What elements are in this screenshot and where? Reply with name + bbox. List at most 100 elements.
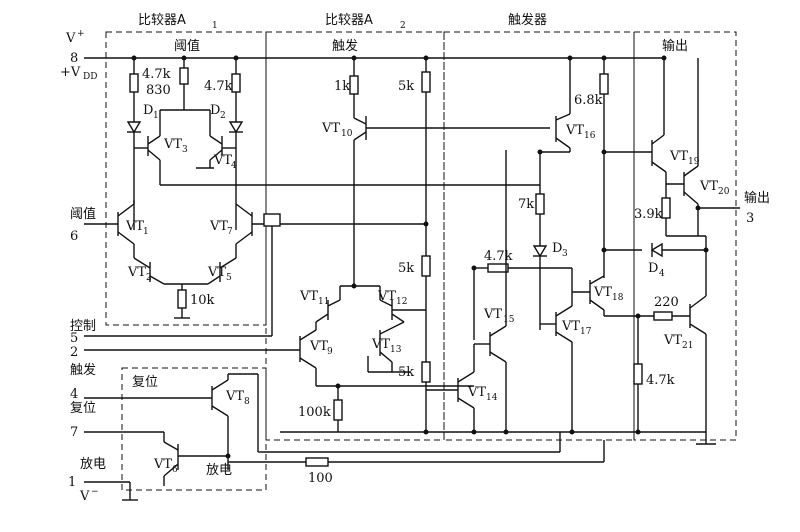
vt20-label: VT: [699, 179, 718, 194]
vt3-label: VT: [163, 137, 182, 152]
r15-label: 4.7k: [646, 373, 675, 388]
resistor-10k: [177, 289, 187, 309]
comparator2-title-sub: 2: [400, 21, 406, 31]
vt20-sub: 20: [718, 187, 730, 197]
r16-label: 100: [308, 471, 333, 486]
vt18-sub: 18: [612, 293, 624, 303]
resistor-4k7-mid: [487, 263, 509, 273]
vt2-sub: 2: [146, 273, 152, 283]
output-block: [633, 31, 737, 441]
vt5-symbol: [219, 257, 237, 269]
pin4-label: 4: [70, 387, 78, 402]
vt17-label: VT: [561, 319, 580, 334]
diode-d3-label: D: [552, 241, 562, 256]
threshold-section-title: 阈值: [174, 38, 200, 54]
vt14-sub: 14: [486, 393, 498, 403]
r4-label: 10k: [190, 293, 215, 308]
resistor-830: [179, 67, 189, 85]
vdd-sub: DD: [83, 72, 97, 82]
diode-d1-symbol: [126, 121, 142, 134]
diode-d4-symbol: [650, 242, 663, 258]
output-pin-label: 输出: [744, 190, 770, 206]
diode-d2-symbol: [228, 121, 244, 134]
vt2-label: VT: [127, 265, 146, 280]
vt8-sub: 8: [244, 397, 250, 407]
diode-d2-label: D: [210, 103, 220, 118]
vt19-sub: 19: [688, 157, 700, 167]
diode-d3-symbol: [532, 245, 548, 258]
pin7-label: 7: [70, 425, 78, 440]
pin1-label: 1: [68, 475, 76, 490]
threshold-pin-label: 阈值: [70, 206, 96, 222]
reset-section-title: 复位: [132, 375, 158, 390]
vt14-label: VT: [467, 385, 486, 400]
vplus-sup: +: [77, 29, 85, 39]
r6-label: 5k: [398, 79, 414, 94]
vt1-label: VT: [125, 219, 144, 234]
r7-label: 5k: [398, 261, 414, 276]
discharge-pin-label: 放电: [80, 457, 106, 472]
trigger-pin-label: 触发: [70, 362, 96, 378]
resistor-100k: [333, 399, 343, 421]
vt16-sub: 16: [584, 131, 596, 141]
diode-d1-label: D: [143, 103, 153, 118]
vt11-sub: 11: [318, 297, 329, 307]
vminus-label: V: [79, 489, 90, 504]
control-pin-label: 控制: [70, 319, 96, 334]
vt4-symbol: [209, 135, 223, 145]
comparator1-title: 比较器A: [138, 13, 186, 28]
vt2-symbol: [133, 257, 151, 269]
pin3-label: 3: [746, 211, 754, 226]
r2-label: 830: [146, 83, 171, 98]
comparator1-title-sub: 1: [212, 21, 218, 31]
resistor-220: [653, 311, 673, 321]
resistor-3k9: [661, 197, 671, 219]
resistor-5k-top: [421, 71, 431, 93]
reset-discharge-block: [121, 367, 267, 491]
vt21-label: VT: [663, 333, 682, 348]
vt12-label: VT: [377, 289, 396, 304]
resistor-100: [305, 457, 329, 467]
vt15-label: VT: [483, 307, 502, 322]
vminus-sup: −: [91, 487, 99, 497]
pin5-label: 5: [70, 331, 78, 346]
r11-label: 7k: [518, 197, 534, 212]
r12-label: 4.7k: [484, 249, 513, 264]
diode-d4-sub: 4: [659, 269, 665, 279]
vt16-label: VT: [565, 123, 584, 138]
pin2-label: 2: [70, 345, 78, 360]
vt11-label: VT: [299, 289, 318, 304]
diode-d4-label: D: [648, 261, 658, 276]
vt7-sub: 7: [227, 227, 233, 237]
vt8-label: VT: [225, 389, 244, 404]
vt3-symbol: [147, 135, 161, 145]
r9-label: 100k: [298, 405, 331, 420]
vt5-sub: 5: [226, 273, 232, 283]
vt7-label: VT: [209, 219, 228, 234]
pin6-label: 6: [70, 229, 78, 244]
diode-d3-sub: 3: [562, 249, 568, 259]
vt3-sub: 3: [182, 145, 188, 155]
vt12-sub: 12: [396, 297, 407, 307]
r1-label: 4.7k: [142, 67, 171, 82]
diode-d2-sub: 2: [220, 111, 226, 121]
vt1-sub: 1: [143, 227, 149, 237]
comparator1-block: [105, 31, 267, 326]
vt19-label: VT: [669, 149, 688, 164]
vt9-sub: 9: [327, 347, 333, 357]
vt15-sub: 15: [503, 315, 515, 325]
r14-label: 220: [654, 295, 679, 310]
diode-d1-sub: 1: [153, 111, 159, 121]
control-node: [263, 213, 281, 227]
vt4-sub: 4: [231, 161, 237, 171]
resistor-5k-bottom: [421, 361, 431, 383]
resistor-7k: [535, 193, 545, 215]
resistor-4k7-right: [231, 73, 241, 93]
vt10-sub: 10: [341, 129, 353, 139]
output-section-title: 输出: [662, 38, 688, 54]
r3-label: 4.7k: [204, 79, 233, 94]
resistor-5k-mid: [421, 255, 431, 277]
vt6-sub: 6: [172, 465, 178, 475]
discharge-section-title: 放电: [206, 463, 232, 478]
